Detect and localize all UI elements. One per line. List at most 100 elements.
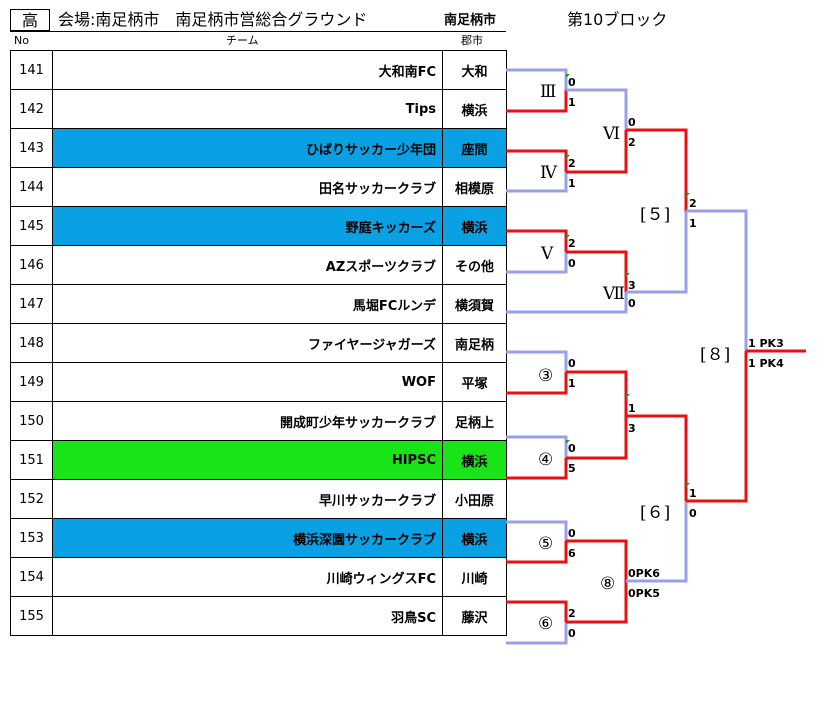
match-label-circle-6: ⑥ bbox=[538, 614, 553, 634]
match-label-circle-3: ③ bbox=[538, 366, 553, 386]
bracket-line-r3-a bbox=[626, 128, 688, 211]
bracket-marker bbox=[686, 483, 690, 487]
bracket-line-r2-e bbox=[566, 416, 628, 460]
team-number: 142 bbox=[10, 89, 53, 129]
team-name: 早川サッカークラブ bbox=[52, 479, 443, 519]
match-label-circle-5: ⑤ bbox=[538, 534, 553, 554]
score-146: 0 bbox=[568, 257, 576, 270]
bracket-line-155 bbox=[506, 622, 568, 645]
match-label-bracket-6: [６] bbox=[640, 503, 670, 523]
match-label-7: Ⅶ bbox=[602, 284, 625, 304]
score-147: 0 bbox=[628, 297, 636, 310]
score-153: 6 bbox=[568, 547, 576, 560]
match-label-6: Ⅵ bbox=[602, 124, 620, 144]
score-150: 0 bbox=[568, 442, 576, 455]
column-header-city: 郡市 bbox=[461, 34, 483, 47]
score-m8-bottom: 0PK5 bbox=[628, 587, 660, 600]
team-name: 川崎ウィングスFC bbox=[52, 557, 443, 597]
team-city: 横浜 bbox=[442, 518, 507, 558]
bracket-line-142 bbox=[506, 90, 568, 113]
team-name: 横浜深園サッカークラブ bbox=[52, 518, 443, 558]
team-city: 横浜 bbox=[442, 440, 507, 480]
team-city: その他 bbox=[442, 245, 507, 285]
team-number: 143 bbox=[10, 128, 53, 168]
score-154: 2 bbox=[568, 607, 576, 620]
team-city: 横浜 bbox=[442, 206, 507, 246]
team-number: 148 bbox=[10, 323, 53, 363]
team-name: 野庭キッカーズ bbox=[52, 206, 443, 246]
team-name: ひばりサッカー少年団 bbox=[52, 128, 443, 168]
match-label-5: Ⅴ bbox=[540, 244, 554, 264]
block-title: 第10ブロック bbox=[567, 10, 668, 29]
bracket-marker bbox=[626, 394, 630, 398]
bracket-markers bbox=[566, 74, 690, 487]
bracket-marker bbox=[686, 193, 690, 197]
score-155: 0 bbox=[568, 627, 576, 640]
score-final-top: 1 PK3 bbox=[748, 337, 784, 350]
bracket-line-150 bbox=[506, 435, 568, 458]
bracket-line-r2-g bbox=[566, 581, 628, 624]
match-label-4: Ⅳ bbox=[540, 163, 558, 183]
bracket-line-143 bbox=[506, 149, 568, 172]
score-b5-top: 2 bbox=[689, 197, 697, 210]
team-city: 川崎 bbox=[442, 557, 507, 597]
venue-title: 会場:南足柄市 南足柄市営総合グラウンド bbox=[58, 10, 368, 29]
score-148: 0 bbox=[568, 357, 576, 370]
bracket-line-149 bbox=[506, 372, 568, 395]
score-m6-bottom: 2 bbox=[628, 136, 636, 149]
team-city: 足柄上 bbox=[442, 401, 507, 441]
score-r2-top: 1 bbox=[628, 402, 636, 415]
team-name: 羽鳥SC bbox=[52, 596, 443, 636]
team-number: 150 bbox=[10, 401, 53, 441]
bracket-marker bbox=[566, 74, 570, 78]
bracket-line-147 bbox=[506, 292, 628, 314]
score-141: 0 bbox=[568, 76, 576, 89]
bracket-lines bbox=[506, 68, 806, 645]
match-label-bracket-5: [５] bbox=[640, 205, 670, 225]
level-badge: 高 bbox=[10, 9, 50, 31]
bracket-line-152 bbox=[506, 520, 568, 541]
bracket-line-141 bbox=[506, 68, 568, 90]
match-label-3: Ⅲ bbox=[540, 82, 556, 102]
score-b5-bottom: 1 bbox=[689, 217, 697, 230]
score-142: 1 bbox=[568, 96, 576, 109]
header-divider bbox=[10, 31, 506, 32]
bracket-line-151 bbox=[506, 458, 568, 480]
bracket-marker bbox=[626, 273, 630, 277]
bracket-line-r3-d bbox=[626, 501, 688, 583]
column-header-no: No bbox=[14, 34, 29, 47]
bracket-line-148 bbox=[506, 350, 568, 372]
score-144: 1 bbox=[568, 177, 576, 190]
score-145: 2 bbox=[568, 237, 576, 250]
bracket-line-semi-top bbox=[686, 209, 748, 351]
bracket-line-145 bbox=[506, 229, 568, 252]
bracket-marker bbox=[566, 440, 570, 444]
team-name: HIPSC bbox=[52, 440, 443, 480]
column-header-team: チーム bbox=[226, 34, 259, 47]
team-number: 149 bbox=[10, 362, 53, 402]
bracket-line-r2-d bbox=[566, 370, 628, 416]
score-b6-bottom: 0 bbox=[689, 507, 697, 520]
host-city: 南足柄市 bbox=[444, 13, 497, 28]
score-149: 1 bbox=[568, 377, 576, 390]
score-m8-top: 0PK6 bbox=[628, 567, 660, 580]
bracket-line-r2-a bbox=[566, 88, 628, 130]
team-city: 横浜 bbox=[442, 89, 507, 129]
bracket-line-144 bbox=[506, 172, 568, 193]
bracket-line-r2-c bbox=[566, 250, 628, 292]
team-name: 開成町少年サッカークラブ bbox=[52, 401, 443, 441]
score-143: 2 bbox=[568, 157, 576, 170]
